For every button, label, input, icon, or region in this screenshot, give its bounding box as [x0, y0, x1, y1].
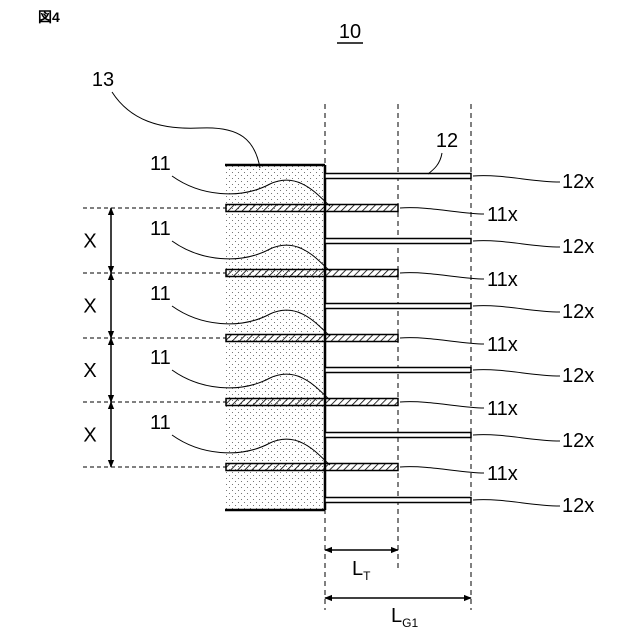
electrode-label: 11	[150, 218, 171, 240]
separator-edge-label: 12x	[562, 430, 594, 452]
dim-lg1-label: LG1	[391, 605, 418, 630]
separator-plate	[325, 239, 471, 244]
separator-edge-leader	[473, 435, 560, 441]
dim-lt-main: L	[352, 558, 363, 580]
body-13-leader	[112, 92, 260, 168]
separator-plate	[325, 498, 471, 503]
electrode-label: 11	[150, 283, 171, 305]
pitch-label: X	[83, 360, 96, 382]
separator-plate	[325, 433, 471, 438]
electrode-label: 11	[150, 412, 171, 434]
electrode-plate	[226, 464, 398, 471]
electrode-plate	[226, 335, 398, 342]
separator-edge-label: 12x	[562, 365, 594, 387]
separator-edge-label: 12x	[562, 495, 594, 517]
separator-edge-leader	[473, 500, 560, 506]
body-13-label: 13	[92, 69, 114, 91]
electrode-plate	[226, 399, 398, 406]
electrode-edge-label: 11x	[487, 334, 518, 356]
dim-lt-subscript: T	[363, 569, 371, 583]
electrode-edge-label: 11x	[487, 463, 518, 485]
electrode-plate	[226, 270, 398, 277]
electrode-edge-label: 11x	[487, 269, 518, 291]
separator-12-leader	[428, 153, 442, 174]
separator-edge-leader	[473, 176, 560, 182]
assembly-ref-label: 10	[339, 21, 361, 43]
figure-number: 図4	[38, 9, 60, 25]
separator-plate	[325, 304, 471, 309]
separator-edge-label: 12x	[562, 301, 594, 323]
pitch-label: X	[83, 296, 96, 318]
separator-plate	[325, 174, 471, 179]
electrode-label: 11	[150, 153, 171, 175]
separator-plate	[325, 368, 471, 373]
pitch-label: X	[83, 425, 96, 447]
dim-lt-label: LT	[352, 558, 371, 583]
electrode-edge-label: 11x	[487, 204, 518, 226]
separator-12-label: 12	[436, 130, 458, 152]
pitch-label: X	[83, 231, 96, 253]
separator-edge-label: 12x	[562, 171, 594, 193]
separator-edge-leader	[473, 241, 560, 247]
electrode-plate	[226, 205, 398, 212]
dim-lg1-main: L	[391, 605, 402, 627]
electrode-edge-leader	[400, 208, 484, 214]
electrode-label: 11	[150, 347, 171, 369]
separator-edge-leader	[473, 370, 560, 376]
electrode-edge-label: 11x	[487, 398, 518, 420]
separator-edge-leader	[473, 306, 560, 312]
dim-lg1-subscript: G1	[402, 616, 418, 630]
separator-edge-label: 12x	[562, 236, 594, 258]
